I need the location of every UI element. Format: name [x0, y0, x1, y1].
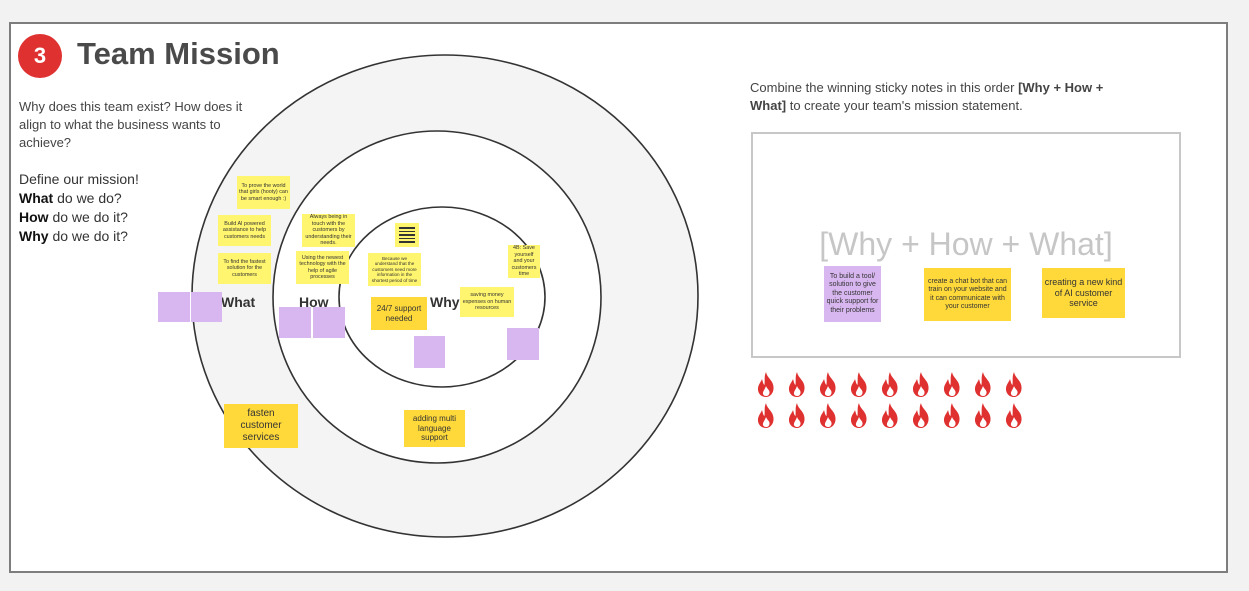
golden-circle-diagram — [191, 54, 699, 538]
sticky-note[interactable]: Always being in touch with the customers… — [302, 214, 355, 247]
flame-icon — [788, 372, 805, 397]
flame-icon — [881, 372, 898, 397]
flame-icon — [912, 372, 929, 397]
prompt-what: What do we do? — [19, 190, 122, 206]
flame-icon — [1005, 403, 1022, 428]
sticky-note[interactable]: To build a tool/ solution to give the cu… — [824, 266, 881, 322]
page-title: Team Mission — [77, 36, 280, 71]
mission-question: Why does this team exist? How does it al… — [19, 99, 243, 150]
prompt-how: How do we do it? — [19, 209, 128, 225]
flame-icon — [757, 403, 774, 428]
sticky-note[interactable]: Build AI powered assistance to help cust… — [218, 215, 271, 246]
section-number-badge: 3 — [18, 34, 62, 78]
sticky-note[interactable]: Because we understand that the customers… — [368, 253, 421, 286]
sticky-note[interactable]: fasten customer services — [224, 404, 298, 448]
ring-label-why: Why — [430, 294, 460, 310]
flame-icon — [819, 372, 836, 397]
sticky-note[interactable]: 4B: Save yourself and your customers tim… — [508, 245, 540, 278]
flame-icon — [974, 372, 991, 397]
sticky-note[interactable] — [191, 292, 222, 322]
sticky-note[interactable]: To prove the world that girls (hooty) ca… — [237, 176, 290, 209]
flame-icon — [881, 403, 898, 428]
flame-icon — [974, 403, 991, 428]
flame-icon — [850, 372, 867, 397]
flame-icon — [819, 403, 836, 428]
define-mission: Define our mission! What do we do? How d… — [19, 170, 219, 246]
mission-placeholder: [Why + How + What] — [819, 226, 1113, 262]
ring-label-what: What — [221, 294, 256, 310]
flame-icon — [1005, 372, 1022, 397]
sticky-note[interactable] — [414, 336, 445, 368]
flame-icon — [757, 372, 774, 397]
flame-icon — [850, 403, 867, 428]
sticky-note[interactable]: 24/7 support needed — [371, 297, 427, 330]
flame-icon — [943, 372, 960, 397]
define-intro: Define our mission! — [19, 171, 139, 187]
sticky-note[interactable]: To find the fastest solution for the cus… — [218, 253, 271, 284]
ring-label-how: How — [299, 294, 329, 310]
flame-icon — [912, 403, 929, 428]
sticky-note[interactable]: Using the newest technology with the hel… — [296, 251, 349, 284]
sticky-note[interactable] — [313, 307, 345, 338]
vote-flames — [754, 371, 1044, 429]
sticky-note[interactable]: adding multi language support — [404, 410, 465, 447]
flame-icon — [788, 403, 805, 428]
flame-icon — [943, 403, 960, 428]
sticky-note[interactable] — [279, 307, 311, 338]
sticky-note[interactable] — [158, 292, 190, 322]
sticky-note[interactable]: creating a new kind of AI customer servi… — [1042, 268, 1125, 318]
sticky-note-text-lines[interactable] — [395, 223, 419, 247]
sticky-note[interactable]: create a chat bot that can train on your… — [924, 268, 1011, 321]
sticky-note[interactable]: saving money expenses on human resources — [460, 287, 514, 317]
ring-why — [338, 206, 546, 388]
sticky-note[interactable] — [507, 328, 539, 360]
prompt-why: Why do we do it? — [19, 228, 128, 244]
combine-instructions: Combine the winning sticky notes in this… — [750, 80, 1104, 113]
